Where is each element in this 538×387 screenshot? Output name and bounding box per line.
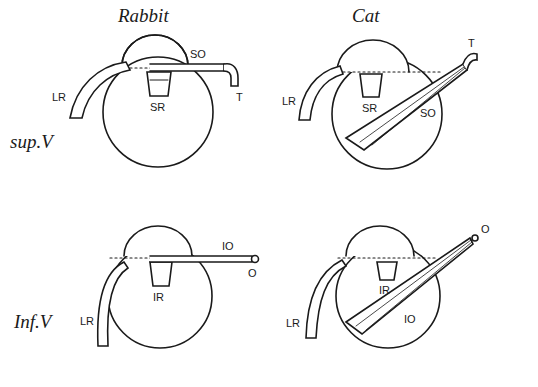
view-label: sup.V [10,132,53,151]
muscle-label: T [468,38,475,49]
column-heading: Rabbit [118,6,169,25]
rabbit-superior-eye [70,35,238,167]
column-heading: Cat [352,6,379,25]
muscle-label: LR [286,318,300,329]
view-label: Inf.V [14,312,51,331]
cat-inferior-eye [306,226,478,348]
muscle-label: T [236,92,243,103]
muscle-label: SO [420,108,436,119]
muscle-label: IO [404,314,416,325]
muscle-label: SR [150,102,165,113]
muscle-label: IR [379,285,390,296]
muscle-label: SR [362,103,377,114]
muscle-label: IO [222,241,234,252]
muscle-label: SO [190,49,206,60]
muscle-label: LR [282,96,296,107]
muscle-label: IR [153,292,164,303]
muscle-label: LR [80,316,94,327]
muscle-label: O [248,268,257,279]
muscle-label: LR [52,92,66,103]
rabbit-inferior-eye [98,226,259,348]
muscle-label: O [481,224,490,235]
cat-superior-eye [299,40,477,169]
